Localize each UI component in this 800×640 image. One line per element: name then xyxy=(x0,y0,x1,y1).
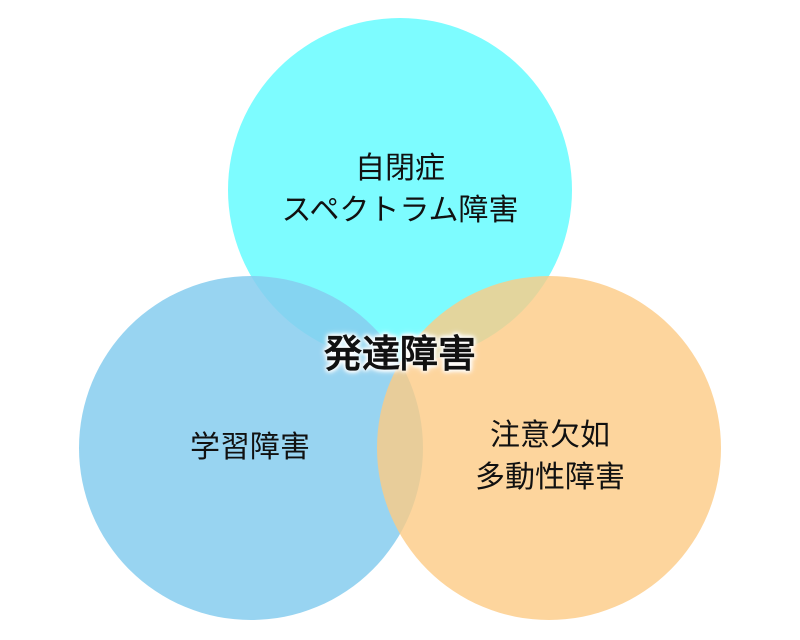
label-learning-disorder: 学習障害 xyxy=(100,427,400,469)
label-adhd: 注意欠如 多動性障害 xyxy=(400,415,700,499)
circle-asd xyxy=(228,18,572,362)
label-asd-line-1: 自閉症 xyxy=(355,151,445,186)
circle-adhd xyxy=(377,276,721,620)
label-asd: 自閉症 スペクトラム障害 xyxy=(250,148,550,232)
circle-learning-disorder xyxy=(79,276,423,620)
label-adhd-line-2: 多動性障害 xyxy=(475,460,625,495)
label-adhd-line-1: 注意欠如 xyxy=(490,418,610,453)
label-asd-line-2: スペクトラム障害 xyxy=(281,193,519,228)
label-learning-disorder-line-1: 学習障害 xyxy=(190,430,310,465)
center-label: 発達障害 xyxy=(323,332,476,376)
